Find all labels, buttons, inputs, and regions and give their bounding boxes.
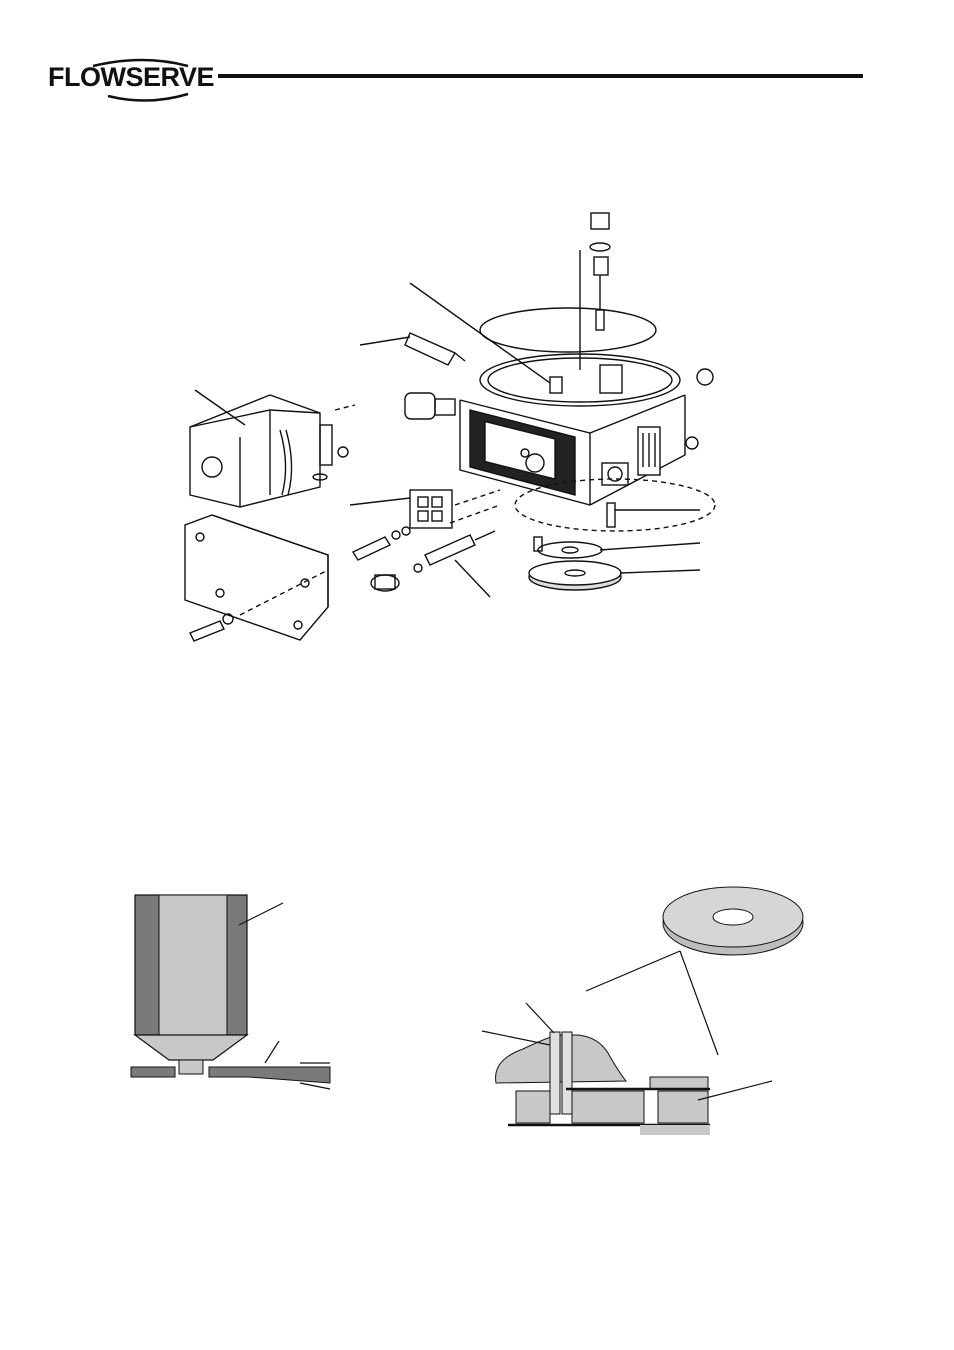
- flowserve-logo-swoosh-icon: [92, 58, 189, 102]
- page-header: FLOWSERVE: [0, 0, 954, 110]
- large-o-ring-icon: [479, 307, 657, 353]
- exploded-assembly-figure: [184, 212, 716, 642]
- header-rule: [218, 74, 863, 78]
- nozzle-section-figure: [130, 894, 331, 1090]
- filter-disc-section-figure: [481, 886, 804, 1135]
- brand-logo: FLOWSERVE: [48, 62, 215, 92]
- top-plug-icon: [590, 212, 610, 230]
